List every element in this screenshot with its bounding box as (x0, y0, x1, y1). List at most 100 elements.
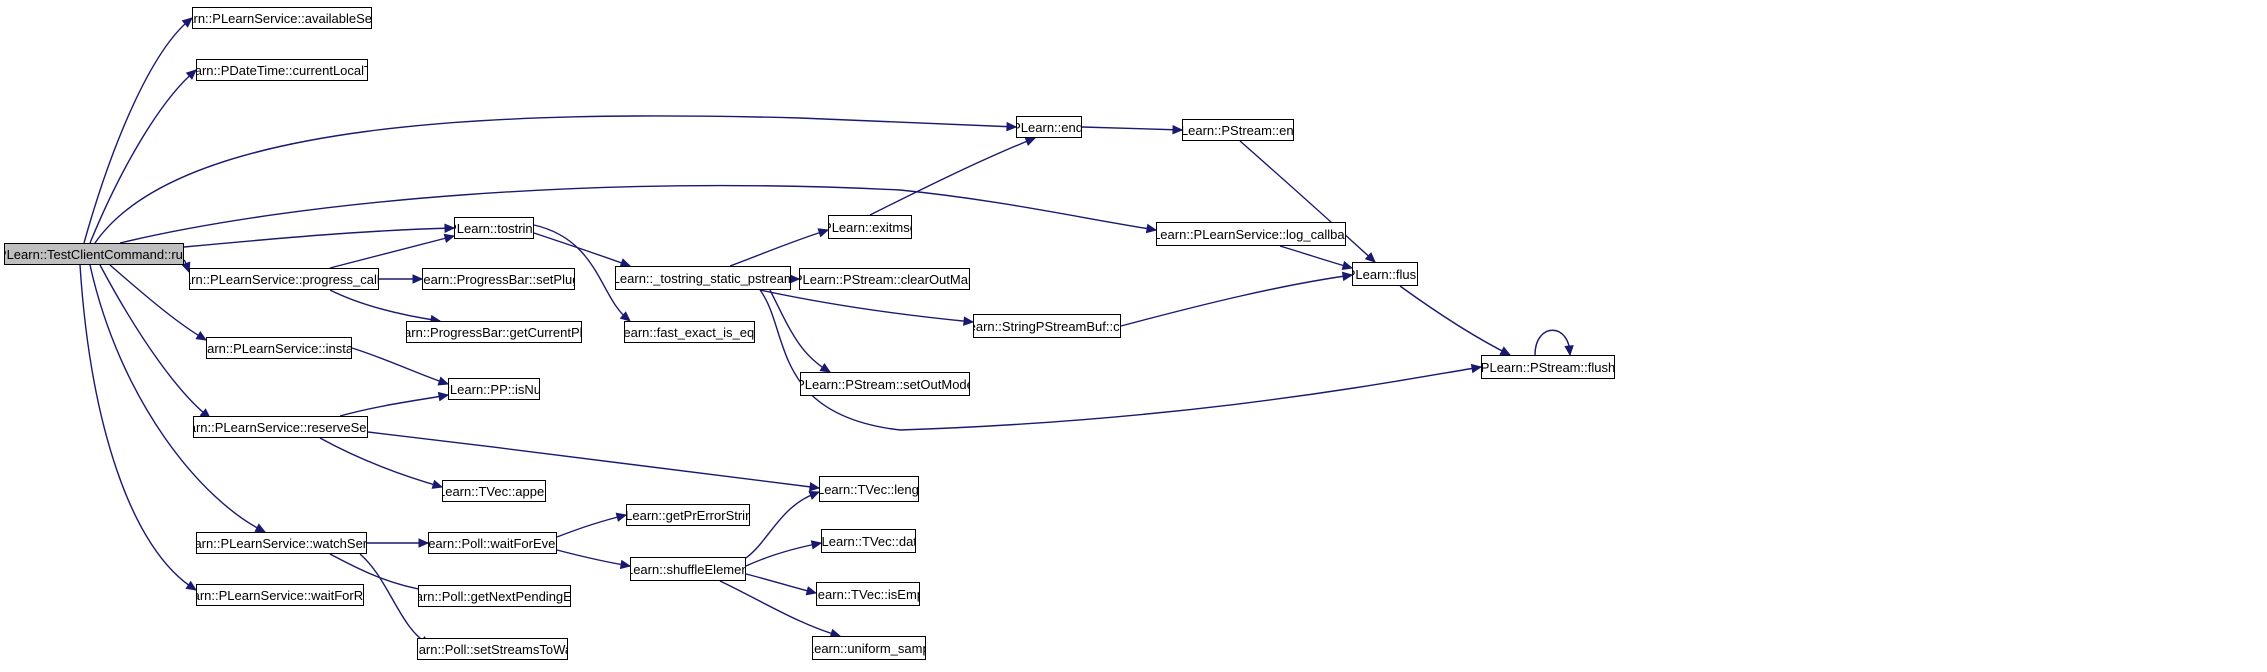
edge-reserveServers-to-isNull (339, 394, 449, 417)
edge-run-to-tostring (183, 227, 455, 248)
edge-run-to-watchServers (89, 264, 266, 533)
node-waitForResult[interactable]: PLearn::PLearnService::waitForResult (196, 584, 364, 606)
node-isNull[interactable]: PLearn::PP::isNull (448, 378, 540, 400)
edge-shuffleElements-to-uniform-sample (719, 580, 841, 637)
node-currentLocalTime[interactable]: PLearn::PDateTime::currentLocalTime (196, 59, 368, 81)
edge-pstream-flush-to-pstream-flush (1534, 329, 1571, 356)
node-uniform-sample[interactable]: PLearn::uniform_sample (812, 636, 926, 660)
node-run[interactable]: PLearn::TestClientCommand::run (4, 243, 184, 265)
edge-endl-to-pstream-endl (1081, 126, 1183, 131)
arrowhead-tostring-static-to-clearOutMap (789, 274, 801, 284)
arrowhead-spsb-clear-to-flush (1341, 271, 1354, 282)
node-spsb-clear[interactable]: PLearn::StringPStreamBuf::clear (973, 314, 1121, 338)
edge-reserveServers-to-append (319, 437, 443, 488)
node-watchServers[interactable]: PLearn::PLearnService::watchServers (196, 532, 367, 554)
edge-shuffleElements-to-isEmpty (745, 573, 817, 594)
node-getCurrentPlugin[interactable]: PLearn::ProgressBar::getCurrentPlugin (406, 321, 582, 343)
arrowhead-run-to-availableServers (181, 17, 193, 28)
node-exitmsg[interactable]: PLearn::exitmsg (828, 215, 912, 239)
node-clearOutMap[interactable]: PLearn::PStream::clearOutMap (799, 268, 970, 290)
node-availableServers[interactable]: PLearn::PLearnService::availableServers (192, 7, 372, 29)
edge-tostring-to-fast-exact (533, 224, 631, 322)
edge-waitForEvents-to-getPrErrorString (556, 514, 627, 538)
arrowhead-run-to-instance (195, 331, 208, 341)
arrowhead-run-to-tostring (444, 223, 456, 234)
arrowhead-run-to-endl (1006, 121, 1018, 132)
node-append[interactable]: PLearn::TVec::append (442, 480, 546, 502)
arrowhead-watchServers-to-waitForEvents (418, 538, 430, 548)
arrowhead-shuffleElements-to-data (810, 540, 823, 550)
edge-run-to-currentLocalTime (89, 69, 197, 244)
arrowhead-reserveServers-to-isNull (437, 391, 450, 402)
edge-pstream-endl-to-flush (1239, 140, 1376, 263)
arrowhead-flush-to-pstream-flush (1499, 346, 1512, 356)
node-tostring[interactable]: PLearn::tostring (454, 217, 534, 239)
arrowhead-waitForEvents-to-getPrErrorString (615, 512, 628, 522)
edge-tostring-to-tostring-static (533, 232, 631, 267)
node-data[interactable]: PLearn::TVec::data (821, 529, 916, 553)
arrowhead-tostring-static-to-spsb-clear (963, 316, 975, 326)
node-length[interactable]: PLearn::TVec::length (819, 476, 919, 502)
arrowhead-run-to-currentLocalTime (185, 69, 197, 80)
arrowhead-exitmsg-to-endl (1024, 137, 1037, 146)
edge-flush-to-pstream-flush (1399, 285, 1511, 356)
arrowhead-reserveServers-to-length (808, 482, 821, 492)
arrowhead-run-to-log-callback (1145, 223, 1158, 234)
arrowhead-instance-to-isNull (437, 376, 450, 386)
node-log-callback[interactable]: PLearn::PLearnService::log_callback (1156, 222, 1346, 246)
arrowhead-run-to-waitForResult (185, 580, 198, 591)
edge-run-to-availableServers (83, 17, 193, 244)
node-endl[interactable]: PLearn::endl (1016, 116, 1082, 138)
arrowhead-progress-callback-to-tostring (443, 233, 456, 244)
edge-run-to-instance (109, 264, 207, 341)
edge-progress-callback-to-getCurrentPlugin (329, 289, 441, 322)
arrowhead-run-to-watchServers (254, 523, 267, 533)
edge-log-callback-to-flush (1279, 245, 1353, 269)
node-tostring-static[interactable]: PLearn::_tostring_static_pstream_ (615, 266, 791, 290)
node-flush[interactable]: PLearn::flush (1352, 262, 1418, 286)
node-progress-callback[interactable]: PLearn::PLearnService::progress_callback (189, 268, 379, 290)
node-fast-exact[interactable]: PLearn::fast_exact_is_equal (624, 321, 755, 343)
node-reserveServers[interactable]: PLearn::PLearnService::reserveServers (193, 416, 368, 438)
edge-waitForEvents-to-shuffleElements (556, 549, 631, 567)
node-waitForEvents[interactable]: PLearn::Poll::waitForEvents (428, 532, 557, 554)
node-shuffleElements[interactable]: PLearn::shuffleElements (630, 557, 746, 581)
edge-watchServers-to-getNextPendingEvent (329, 553, 431, 592)
edge-progress-callback-to-tostring (329, 235, 455, 269)
arrowhead-log-callback-to-flush (1341, 260, 1354, 271)
node-setPlugin[interactable]: PLearn::ProgressBar::setPlugin (422, 268, 575, 290)
edge-run-to-endl (94, 115, 1017, 244)
node-getNextPendingEvent[interactable]: PLearn::Poll::getNextPendingEvent (418, 585, 571, 607)
edge-run-to-log-callback (119, 184, 1157, 244)
node-pstream-flush[interactable]: PLearn::PStream::flush (1481, 355, 1615, 379)
node-setOutMode[interactable]: PLearn::PStream::setOutMode (800, 372, 970, 396)
arrowhead-tostring-static-to-setOutMode (819, 362, 832, 373)
arrowhead-pstream-flush-to-pstream-flush (1564, 345, 1574, 357)
arrowhead-tostring-static-to-exitmsg (817, 228, 830, 238)
arrowhead-waitForEvents-to-shuffleElements (619, 559, 632, 570)
node-getPrErrorString[interactable]: PLearn::getPrErrorString (626, 504, 750, 526)
node-setStreamsToWatch[interactable]: PLearn::Poll::setStreamsToWatch (417, 638, 568, 660)
edge-spsb-clear-to-flush (1120, 274, 1353, 327)
edge-tostring-static-to-pstream-flush (759, 289, 1482, 431)
arrowhead-reserveServers-to-append (431, 479, 444, 489)
edge-tostring-static-to-spsb-clear (759, 289, 974, 323)
arrowhead-endl-to-pstream-endl (1172, 124, 1184, 135)
node-instance[interactable]: PLearn::PLearnService::instance (206, 337, 352, 359)
arrowhead-run-to-progress-callback (181, 261, 191, 274)
edge-tostring-static-to-exitmsg (729, 229, 829, 267)
edge-run-to-waitForResult (79, 264, 197, 591)
arrowhead-tostring-static-to-pstream-flush (1470, 363, 1483, 374)
edge-reserveServers-to-length (367, 431, 820, 489)
node-pstream-endl[interactable]: PLearn::PStream::endl (1182, 119, 1294, 141)
arrowhead-progress-callback-to-setPlugin (412, 274, 424, 284)
arrowhead-shuffleElements-to-isEmpty (805, 586, 818, 596)
arrowhead-tostring-to-fast-exact (619, 311, 631, 322)
edge-run-to-reserveServers (99, 264, 211, 419)
arrowhead-shuffleElements-to-length (808, 490, 821, 500)
edge-tostring-static-to-setOutMode (769, 289, 831, 373)
edge-exitmsg-to-endl (869, 137, 1036, 216)
edge-shuffleElements-to-length (745, 491, 820, 559)
node-isEmpty[interactable]: PLearn::TVec::isEmpty (816, 582, 920, 606)
